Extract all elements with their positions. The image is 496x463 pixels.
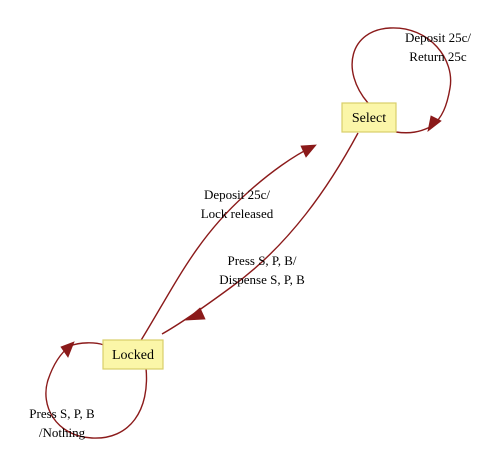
label-select-self-line1: Deposit 25c/	[405, 30, 471, 45]
node-locked: Locked	[102, 339, 164, 370]
label-locked-self-line1: Press S, P, B	[29, 406, 95, 421]
arrowhead-select-to-locked	[184, 307, 206, 321]
label-select-to-locked: Press S, P, B/ Dispense S, P, B	[219, 253, 305, 287]
label-select-to-locked-line2: Dispense S, P, B	[219, 272, 305, 287]
label-locked-to-select-line2: Lock released	[201, 206, 274, 221]
label-select-to-locked-line1: Press S, P, B/	[228, 253, 297, 268]
node-select: Select	[341, 102, 397, 133]
edge-locked-to-select	[139, 146, 313, 343]
arrowhead-locked-to-select	[300, 144, 317, 158]
edge-locked-self-tail	[69, 342, 105, 347]
node-locked-label: Locked	[112, 348, 154, 363]
arrowhead-locked-self	[60, 341, 75, 358]
label-select-self: Deposit 25c/ Return 25c	[405, 30, 471, 64]
edge-select-self-loop	[351, 27, 452, 127]
edge-select-to-locked	[161, 132, 359, 335]
label-locked-to-select: Deposit 25c/ Lock released	[201, 187, 274, 221]
node-select-label: Select	[352, 111, 386, 126]
label-select-self-line2: Return 25c	[409, 49, 467, 64]
label-locked-self: Press S, P, B /Nothing	[29, 406, 95, 440]
label-locked-to-select-line1: Deposit 25c/	[204, 187, 270, 202]
arrowhead-select-self	[427, 115, 442, 132]
label-locked-self-line2: /Nothing	[39, 425, 86, 440]
edge-locked-self-loop	[45, 345, 148, 439]
edge-select-self-tail	[395, 126, 431, 134]
